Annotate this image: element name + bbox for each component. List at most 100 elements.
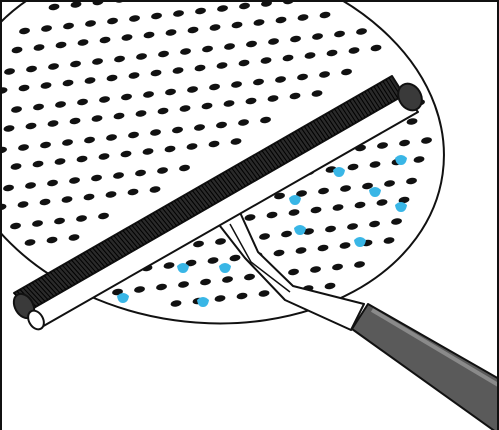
rubber-rib bbox=[128, 226, 145, 245]
disc-hole bbox=[76, 215, 87, 222]
rubber-rib bbox=[264, 148, 279, 168]
disc-hole bbox=[297, 14, 309, 21]
rubber-rib bbox=[62, 264, 79, 283]
rubber-rib bbox=[210, 179, 225, 199]
disc-hole bbox=[230, 138, 242, 145]
disc-hole bbox=[369, 220, 380, 228]
rubber-rib bbox=[352, 98, 366, 118]
disc-hole bbox=[150, 129, 161, 136]
disc-hole bbox=[310, 206, 322, 214]
rubber-rib bbox=[297, 129, 312, 149]
rubber-rib bbox=[31, 282, 49, 301]
disc-hole bbox=[25, 182, 36, 189]
rubber-rib bbox=[65, 263, 82, 282]
rubber-rib bbox=[198, 186, 213, 206]
water-droplet-icon bbox=[369, 187, 381, 197]
disc-hole bbox=[311, 90, 323, 97]
disc-hole bbox=[231, 21, 243, 29]
rubber-rib bbox=[282, 138, 297, 158]
disc-hole bbox=[406, 177, 417, 185]
disc-hole bbox=[195, 7, 206, 15]
disc-hole bbox=[54, 158, 66, 165]
holder-end-cap-left bbox=[27, 309, 45, 331]
disc-hole bbox=[295, 247, 307, 254]
rubber-rib bbox=[125, 228, 142, 247]
disc-hole bbox=[127, 188, 139, 196]
rubber-rib bbox=[358, 94, 372, 115]
water-droplet-icon bbox=[354, 237, 366, 247]
rubber-rib bbox=[176, 198, 192, 218]
disc-hole bbox=[98, 153, 110, 160]
disc-hole bbox=[238, 119, 249, 126]
rubber-rib bbox=[188, 192, 204, 211]
rubber-rib bbox=[137, 221, 154, 240]
disc-hole bbox=[187, 26, 199, 34]
disc-hole bbox=[310, 266, 321, 273]
rubber-rib bbox=[104, 240, 121, 259]
disc-hole bbox=[304, 52, 316, 59]
disc-hole bbox=[143, 31, 155, 39]
disc-hole bbox=[288, 209, 300, 216]
disc-hole bbox=[24, 239, 36, 246]
rubber-rib bbox=[379, 82, 393, 103]
disc-hole bbox=[376, 199, 388, 206]
rubber-rib bbox=[158, 209, 175, 228]
disc-hole bbox=[200, 278, 211, 286]
disc-hole bbox=[245, 97, 257, 105]
disc-hole bbox=[136, 53, 147, 60]
disc-hole bbox=[348, 47, 360, 54]
disc-hole bbox=[398, 196, 410, 204]
disc-hole bbox=[83, 193, 95, 201]
disc-hole bbox=[68, 234, 80, 241]
rubber-rib bbox=[43, 275, 61, 294]
rubber-rib bbox=[240, 162, 255, 182]
disc-hole bbox=[246, 40, 257, 48]
disc-hole bbox=[41, 25, 52, 32]
rubber-rib bbox=[309, 122, 324, 142]
disc-hole bbox=[99, 96, 110, 103]
rubber-rib bbox=[349, 100, 363, 120]
disc-hole bbox=[179, 105, 191, 112]
disc-hole bbox=[48, 3, 60, 11]
water-droplet-icon bbox=[294, 225, 306, 235]
rubber-rib bbox=[22, 287, 40, 306]
disc-hole bbox=[303, 228, 314, 235]
handle-neck bbox=[212, 207, 365, 331]
disc-hole bbox=[70, 60, 81, 68]
disc-hole bbox=[0, 87, 8, 94]
disc-hole bbox=[317, 244, 329, 252]
rubber-rib bbox=[170, 202, 186, 221]
disc-hole bbox=[178, 281, 189, 288]
disc-hole bbox=[120, 150, 132, 158]
rubber-rib bbox=[52, 270, 70, 288]
disc-hole bbox=[216, 62, 228, 69]
rubber-rib bbox=[122, 230, 139, 249]
disc-hole bbox=[260, 57, 272, 64]
disc-hole bbox=[259, 233, 270, 240]
rubber-rib bbox=[370, 87, 384, 108]
disc-hole bbox=[253, 19, 265, 26]
disc-hole bbox=[179, 164, 190, 172]
disc-hole bbox=[142, 148, 154, 155]
disc-hole bbox=[39, 198, 51, 206]
disc-hole bbox=[354, 201, 366, 209]
disc-hole bbox=[413, 156, 425, 163]
disc-hole bbox=[260, 116, 271, 124]
disc-hole bbox=[383, 237, 395, 244]
rubber-rib bbox=[89, 249, 106, 268]
disc-hole bbox=[244, 214, 256, 221]
rubber-rib bbox=[252, 155, 267, 175]
disc-hole bbox=[157, 167, 168, 174]
disc-hole bbox=[296, 190, 307, 197]
rubber-rib bbox=[207, 181, 222, 201]
rubber-rib bbox=[134, 223, 151, 242]
disc-hole bbox=[84, 77, 96, 84]
rubber-rib bbox=[219, 174, 234, 194]
disc-hole bbox=[10, 163, 22, 170]
disc-hole bbox=[77, 98, 88, 106]
rubber-rib bbox=[303, 126, 318, 146]
disc-hole bbox=[253, 78, 264, 86]
rubber-rib bbox=[294, 131, 309, 151]
disc-hole bbox=[4, 68, 15, 75]
